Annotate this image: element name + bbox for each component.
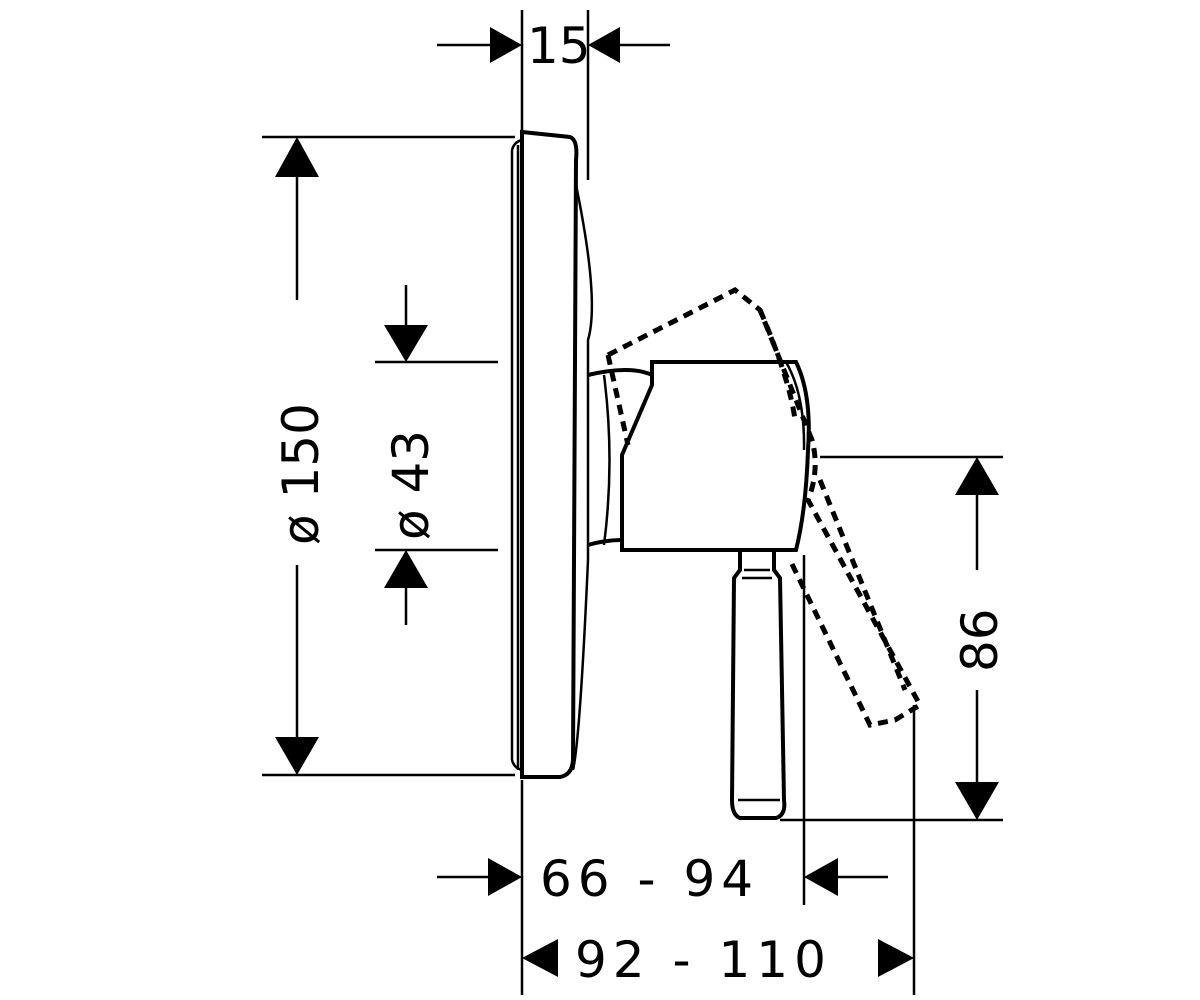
dimension-height-86 — [780, 455, 1003, 822]
lever — [729, 550, 787, 820]
handle-body — [620, 360, 811, 552]
dimension-depth-66-94 — [437, 555, 888, 995]
cover-plate — [510, 129, 594, 779]
dim-label-66-94: 66 - 94 — [540, 850, 759, 908]
dimension-depth-92-110 — [522, 705, 916, 995]
dim-label-outer-diameter: ø 150 — [272, 403, 330, 545]
dim-label-15: 15 — [527, 17, 591, 75]
dimension-outer-diameter — [262, 135, 515, 777]
dim-label-86: 86 — [951, 608, 1009, 672]
dim-label-92-110: 92 - 110 — [575, 931, 832, 989]
lever-rotated-dashed — [605, 287, 924, 728]
neck — [587, 368, 653, 547]
dimension-inner-diameter — [375, 285, 498, 625]
dim-label-inner-diameter: ø 43 — [382, 430, 440, 540]
dimension-top-15 — [437, 10, 670, 180]
